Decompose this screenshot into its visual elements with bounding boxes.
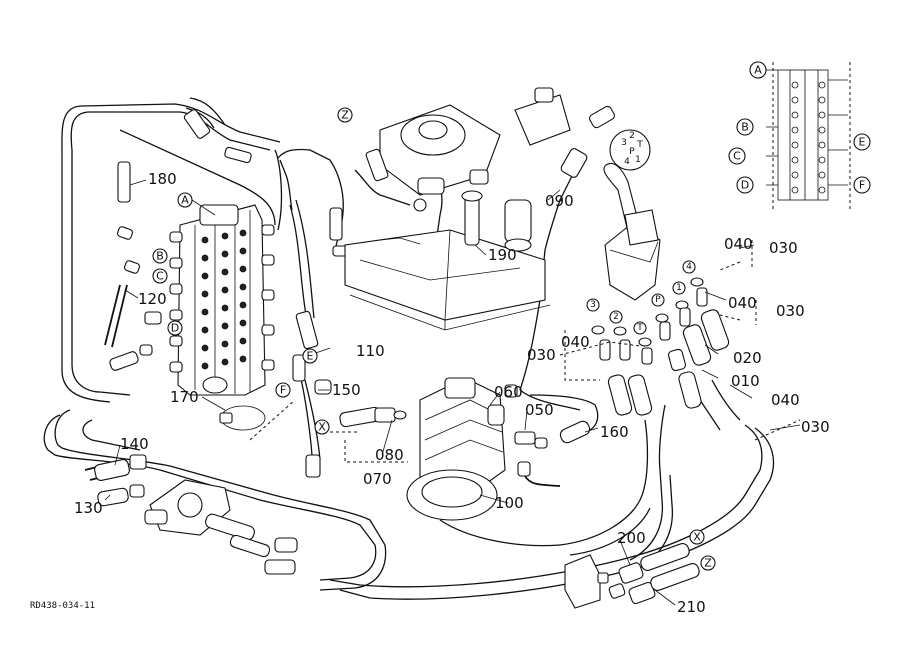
solenoid-valve-block <box>564 543 700 609</box>
callout-200: 200 <box>617 529 646 547</box>
callout-050: 050 <box>525 401 554 419</box>
port-2-marker: 2 <box>613 312 619 322</box>
marker-Z-solenoid: Z <box>704 557 712 570</box>
port-P-marker: P <box>655 295 661 305</box>
callout-130: 130 <box>74 499 103 517</box>
marker-X: X <box>318 421 326 434</box>
reference-markers: A B C D E F X Z X Z A B C D E F <box>152 61 871 571</box>
schematic-marker-F: F <box>859 179 865 192</box>
valve-spools <box>201 229 247 370</box>
callout-030-left: 030 <box>527 346 556 364</box>
callout-210: 210 <box>677 598 706 616</box>
pump-fittings <box>339 406 591 487</box>
marker-C: C <box>156 270 164 283</box>
callout-090: 090 <box>545 192 574 210</box>
marker-B: B <box>156 250 164 263</box>
schematic-marker-D: D <box>741 179 749 192</box>
callout-150: 150 <box>332 381 361 399</box>
hydraulic-pump <box>406 377 518 521</box>
callout-040-right: 040 <box>728 294 757 312</box>
valve-fittings <box>104 109 348 478</box>
port-T-marker: T <box>636 323 643 333</box>
callout-140: 140 <box>120 435 149 453</box>
port-label-P: P <box>629 147 635 157</box>
pilot-valve-box <box>344 87 615 331</box>
schematic-marker-A: A <box>754 64 762 77</box>
callout-100: 100 <box>495 494 524 512</box>
port-label-3: 3 <box>621 138 627 148</box>
callout-110: 110 <box>356 342 385 360</box>
leader-lines <box>104 179 801 606</box>
callout-020: 020 <box>733 349 762 367</box>
callout-030-right: 030 <box>776 302 805 320</box>
callout-040-upper: 040 <box>724 235 753 253</box>
port-label-T: T <box>636 140 643 150</box>
joystick-fittings: 3 2 T P 1 4 <box>586 260 730 416</box>
control-valve-assembly <box>169 204 275 396</box>
marker-X-solenoid: X <box>693 531 701 544</box>
callout-030-upper: 030 <box>769 239 798 257</box>
callout-190: 190 <box>488 246 517 264</box>
callout-180: 180 <box>148 170 177 188</box>
port-label-2: 2 <box>629 131 635 141</box>
schematic-marker-C: C <box>733 150 741 163</box>
part-callouts: 180 120 110 150 170 140 130 190 090 040 … <box>74 170 830 616</box>
callout-170: 170 <box>170 388 199 406</box>
callout-060: 060 <box>494 383 523 401</box>
marker-Z: Z <box>341 109 349 122</box>
callout-070: 070 <box>363 470 392 488</box>
joystick-hydraulic-schematic <box>766 62 851 210</box>
drawing-reference-code: RD438-034-11 <box>30 601 95 611</box>
pilot-joystick: 3 2 T P 1 4 <box>603 129 661 301</box>
port-3-marker: 3 <box>590 300 596 310</box>
valve-ports-left <box>169 231 183 373</box>
marker-D: D <box>171 322 179 335</box>
port-label-4: 4 <box>624 157 630 167</box>
port-label-1: 1 <box>635 155 641 165</box>
port-1-marker: 1 <box>676 283 682 293</box>
callout-120: 120 <box>138 290 167 308</box>
callout-080: 080 <box>375 446 404 464</box>
group-brackets <box>249 240 801 463</box>
port-4-marker: 4 <box>686 262 692 272</box>
schematic-marker-B: B <box>741 121 749 134</box>
marker-E: E <box>307 350 314 363</box>
callout-160: 160 <box>600 423 629 441</box>
marker-A: A <box>181 194 189 207</box>
callout-010: 010 <box>731 372 760 390</box>
callout-040-left: 040 <box>561 333 590 351</box>
swivel-joint-assembly <box>84 454 298 575</box>
valve-ports-right <box>261 224 275 371</box>
callout-040-lower: 040 <box>771 391 800 409</box>
schematic-marker-E: E <box>859 136 866 149</box>
callout-030-lower: 030 <box>801 418 830 436</box>
marker-F: F <box>280 384 286 397</box>
